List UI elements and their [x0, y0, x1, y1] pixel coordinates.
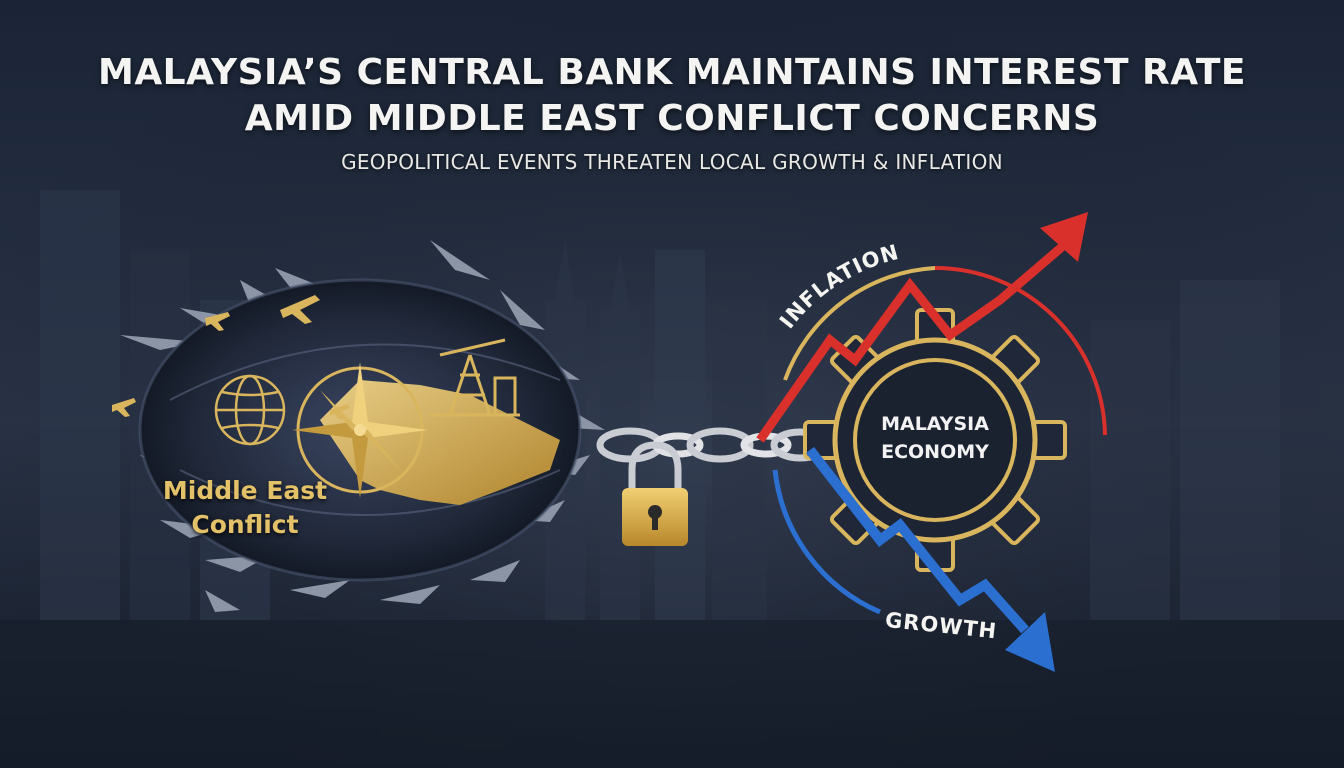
economy-line-2: ECONOMY [881, 441, 989, 463]
conflict-label: Middle East Conflict [150, 474, 340, 542]
arrow-up-icon [756, 212, 1088, 443]
airplane-icon [112, 295, 350, 420]
compass-icon [292, 362, 428, 498]
arrow-down-icon [806, 446, 1055, 672]
globe-icon [214, 374, 286, 446]
subtitle: GEOPOLITICAL EVENTS THREATEN LOCAL GROWT… [341, 150, 1003, 174]
inflation-arc [783, 266, 936, 381]
inflation-arc-red [934, 266, 1107, 436]
conflict-line-1: Middle East [162, 476, 328, 505]
gear-icon [803, 308, 1067, 572]
headline-line-2: AMID MIDDLE EAST CONFLICT CONCERNS [244, 98, 1100, 139]
headline-line-1: MALAYSIA’S CENTRAL BANK MAINTAINS INTERE… [98, 52, 1246, 93]
growth-arc [772, 469, 881, 615]
conflict-line-2: Conflict [191, 510, 299, 539]
headline: MALAYSIA’S CENTRAL BANK MAINTAINS INTERE… [0, 50, 1344, 142]
economy-line-1: MALAYSIA [881, 413, 989, 435]
oil-rig-icon [430, 338, 520, 417]
padlock-icon [622, 441, 688, 546]
economy-label: MALAYSIA ECONOMY [835, 410, 1035, 466]
